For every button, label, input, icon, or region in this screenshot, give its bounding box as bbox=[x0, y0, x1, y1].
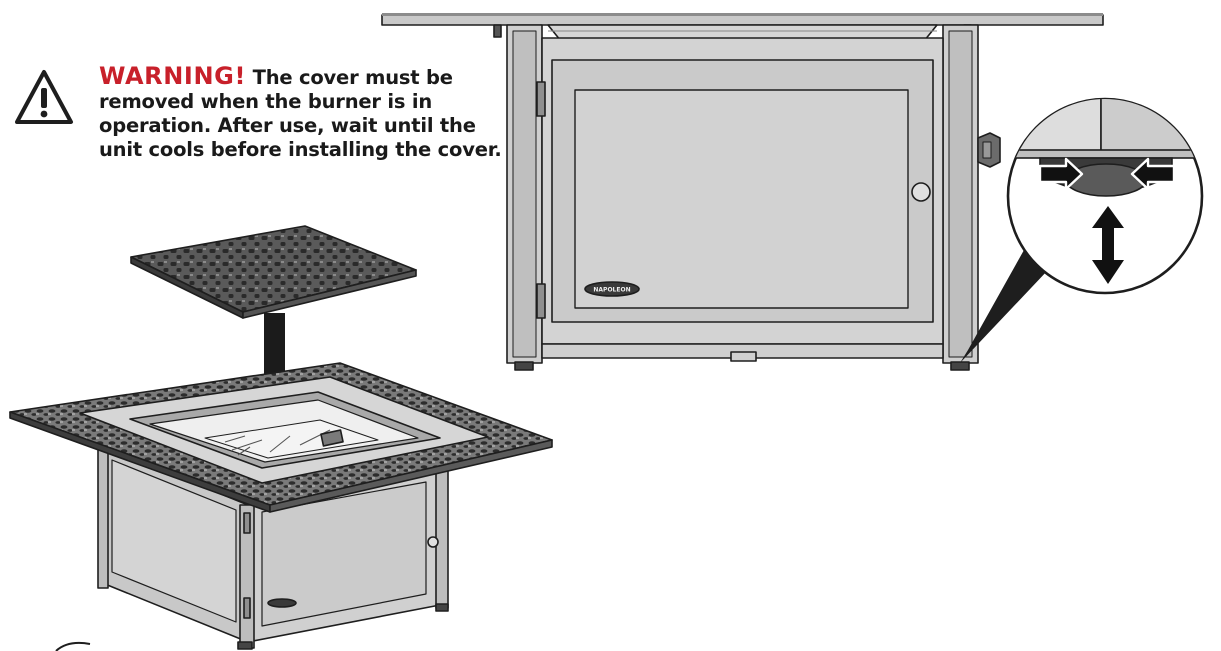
logo-text-front: NAPOLEON bbox=[593, 287, 630, 294]
detail-pointer bbox=[960, 250, 1048, 363]
door-knob bbox=[911, 182, 931, 202]
iso-knob-housing bbox=[320, 429, 344, 447]
hinge-top bbox=[536, 81, 546, 117]
iso-leg-left bbox=[97, 442, 109, 589]
iso-leg-right bbox=[435, 467, 449, 609]
warning-triangle-icon bbox=[15, 70, 73, 124]
warning-label: WARNING! bbox=[99, 62, 246, 90]
hinge-bottom bbox=[536, 283, 546, 319]
warning-body: The cover must be removed when the burne… bbox=[99, 66, 502, 161]
foot-left bbox=[514, 361, 534, 371]
iso-logo-badge bbox=[267, 598, 297, 608]
fire-table-isometric bbox=[9, 362, 553, 650]
fire-table-front-view: NAPOLEON bbox=[381, 13, 1104, 371]
iso-door-knob bbox=[427, 536, 439, 548]
foot-right bbox=[950, 361, 970, 371]
warning-message: WARNING! The cover must be removed when … bbox=[99, 64, 509, 162]
tabletop-edge bbox=[381, 14, 1104, 26]
logo-badge bbox=[584, 281, 640, 297]
grate-cover bbox=[130, 225, 417, 319]
rotate-arrows-icon bbox=[1038, 157, 1176, 191]
leveling-foot-detail bbox=[1006, 97, 1204, 295]
height-adjust-arrow-icon bbox=[1092, 206, 1124, 284]
